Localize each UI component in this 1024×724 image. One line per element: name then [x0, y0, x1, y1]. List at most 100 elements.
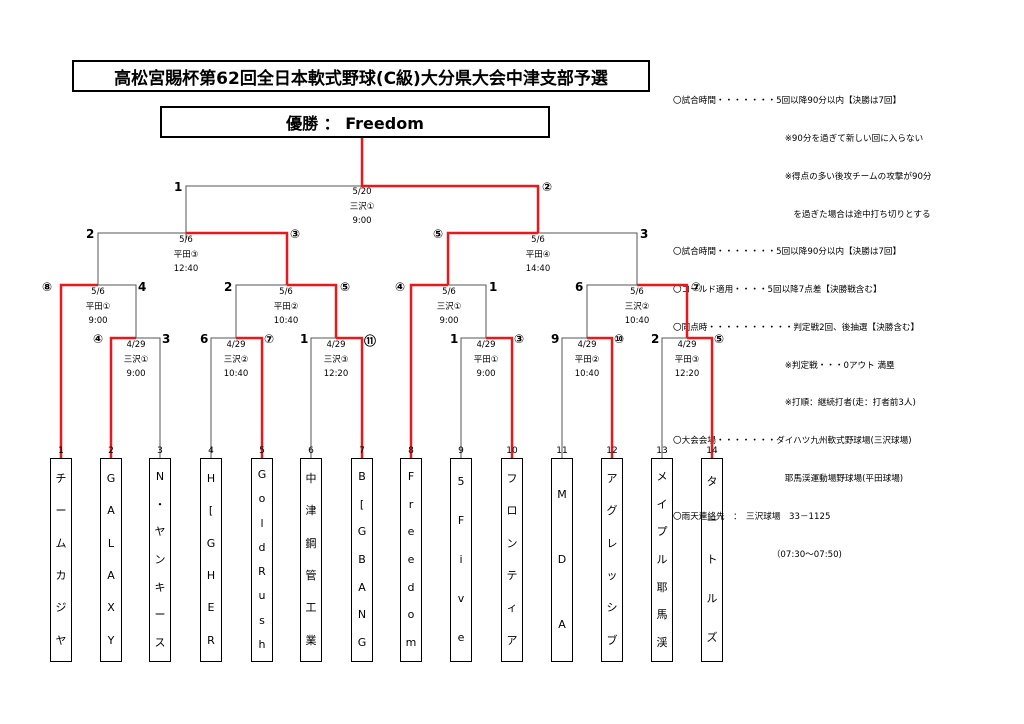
team-name-char: X [107, 601, 115, 615]
match-r1-d: 4/29 平田① 9:00 [456, 338, 516, 382]
match-date: 4/29 [126, 340, 146, 350]
match-time: 10:40 [273, 316, 299, 326]
team-number: 7 [359, 446, 365, 456]
team-name-char: s [259, 613, 265, 627]
team-name-char: H [206, 569, 216, 583]
match-date: 4/29 [326, 340, 346, 350]
match-time: 12:40 [173, 264, 199, 274]
match-r1-b: 4/29 三沢② 10:40 [206, 338, 266, 382]
match-date: 5/6 [179, 235, 193, 245]
team-name-char: ー [154, 608, 166, 622]
score: 2 [224, 280, 233, 294]
note-line: 耶馬渓運動場野球場(平田球場) [673, 474, 904, 484]
bracket-line [186, 231, 289, 285]
note-line: ※打順：継続打者(走：打者前3人) [673, 398, 916, 409]
match-final: 5/20 三沢① 9:00 [332, 185, 392, 229]
note-line: 〇コールド適用・・・・5回以降7点差【決勝戦含む】 [673, 285, 882, 296]
team-name-char: ル [656, 552, 668, 566]
match-time: 9:00 [88, 316, 108, 326]
team-name-char: ス [154, 636, 166, 650]
team-name-char: ル [706, 591, 718, 605]
team-name-char: 管 [305, 569, 317, 583]
team-name-char: A [358, 580, 366, 594]
team-name-char: シ [606, 601, 618, 615]
match-r1-c: 4/29 三沢③ 12:20 [306, 338, 366, 382]
match-r1-f: 4/29 平田③ 12:20 [657, 338, 717, 382]
team-name-box: アグレッシブ [601, 458, 623, 662]
score: 1 [174, 180, 183, 194]
note-line: ※判定戦・・・0アウト 満塁 [673, 360, 895, 371]
bracket-line [136, 337, 161, 458]
bracket-line [561, 337, 587, 458]
team-name-char: A [107, 504, 115, 518]
team-name-box: N・ヤンキース [149, 458, 171, 662]
score: ⑧ [42, 280, 53, 294]
team-name-char: F [457, 514, 465, 528]
team-name-char: h [258, 637, 266, 651]
team-name-char: チ [55, 472, 67, 486]
rules-notes: 〇試合時間・・・・・・・5回以降90分以内【決勝は7回】 ※90分を過ぎて新しい… [673, 70, 932, 574]
bracket-line [360, 138, 540, 233]
score: ③ [290, 227, 301, 241]
score: ④ [93, 332, 104, 346]
team-number: 14 [706, 446, 718, 456]
score: ④ [395, 280, 406, 294]
team-name-char: L [107, 536, 115, 550]
bracket-line [236, 336, 264, 458]
team-name-char: ン [154, 552, 166, 566]
team-name-char: 津 [305, 504, 317, 518]
team-name-char: Y [107, 633, 115, 647]
team-number: 9 [458, 446, 464, 456]
team-number: 2 [108, 446, 114, 456]
team-name-char: 工 [305, 601, 317, 615]
match-time: 12:20 [674, 369, 700, 379]
bracket-line [687, 336, 714, 458]
score: ⑤ [340, 280, 351, 294]
team-number: 5 [259, 446, 265, 456]
team-name-box: タートルズ [701, 458, 723, 662]
match-time: 10:40 [574, 369, 600, 379]
tournament-title: 高松宮賜杯第62回全日本軟式野球(C級)大分県大会中津支部予選 [72, 60, 650, 92]
match-qf-1: 5/6 平田① 9:00 [68, 285, 128, 329]
team-name-char: G [206, 536, 216, 550]
team-name-box: 中津鋼管工業 [300, 458, 322, 662]
team-name-char: i [459, 552, 463, 566]
bracket-line [460, 337, 486, 458]
team-name-char: 中 [305, 472, 317, 486]
bracket-line [310, 337, 336, 458]
team-name-char: フ [506, 472, 518, 486]
match-venue: 平田② [273, 301, 299, 312]
team-name-char: M [557, 488, 567, 502]
team-name-char: メ [656, 469, 668, 483]
match-time: 9:00 [439, 316, 459, 326]
team-name-char: F [407, 469, 415, 483]
bracket-line [586, 284, 637, 338]
team-name-char: o [407, 608, 415, 622]
note-line: 〇試合時間・・・・・・・5回以降90分以内【決勝は7回】 [673, 96, 902, 107]
team-name-char: H [206, 472, 216, 486]
match-venue: 三沢① [123, 354, 149, 365]
team-name-char: ー [55, 504, 67, 518]
team-name-char: e [407, 525, 415, 539]
score: 3 [640, 227, 649, 241]
score: 2 [86, 227, 95, 241]
match-time: 10:40 [624, 316, 650, 326]
team-name-char: テ [506, 569, 518, 583]
bracket-line [587, 336, 614, 458]
team-name-char: e [407, 552, 415, 566]
match-time: 9:00 [352, 216, 372, 226]
team-name-char: G [106, 472, 116, 486]
note-line: ※90分を過ぎて新しい回に入らない [673, 133, 924, 144]
score: 1 [489, 280, 498, 294]
match-date: 5/6 [279, 287, 293, 297]
team-name-char: ズ [706, 630, 718, 644]
team-name-char: m [405, 636, 417, 650]
score: ⑦ [264, 332, 275, 346]
bracket-line [661, 337, 687, 458]
match-qf-3: 5/6 三沢① 9:00 [419, 285, 479, 329]
team-name-char: 5 [457, 475, 465, 489]
